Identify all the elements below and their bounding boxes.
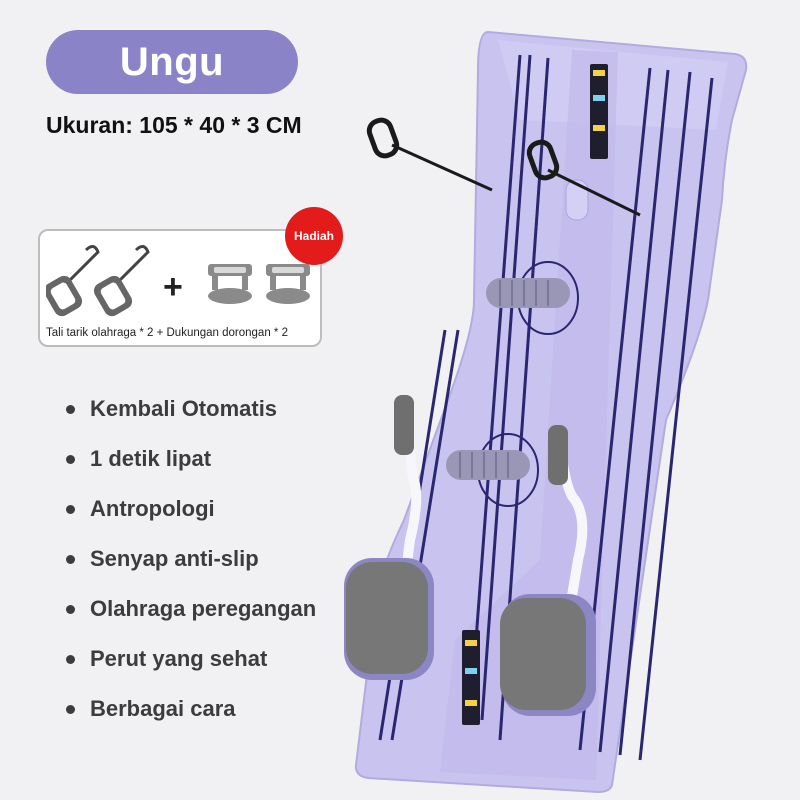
bullet-icon xyxy=(66,454,75,464)
feature-text: Olahraga peregangan xyxy=(90,596,317,621)
feature-item: Berbagai cara xyxy=(66,684,316,734)
feature-text: 1 detik lipat xyxy=(90,446,212,471)
feature-item: Antropologi xyxy=(66,484,316,534)
feature-item: Perut yang sehat xyxy=(66,634,316,684)
bullet-icon xyxy=(66,554,75,564)
push-up-stand-icon xyxy=(208,264,310,304)
bullet-icon xyxy=(66,654,75,664)
plus-sign: + xyxy=(163,268,183,306)
feature-list: Kembali Otomatis 1 detik lipat Antropolo… xyxy=(66,384,316,734)
bullet-icon xyxy=(66,704,75,714)
bullet-icon xyxy=(66,604,75,614)
bullet-icon xyxy=(66,404,75,414)
resistance-band-icon xyxy=(46,245,150,317)
feature-text: Antropologi xyxy=(90,496,215,521)
resistance-bands xyxy=(366,117,641,217)
feature-item: Senyap anti-slip xyxy=(66,534,316,584)
feature-item: Olahraga peregangan xyxy=(66,584,316,634)
feature-item: Kembali Otomatis xyxy=(66,384,316,434)
gift-caption: Tali tarik olahraga * 2 + Dukungan doron… xyxy=(46,327,288,339)
color-variant-label: Ungu xyxy=(46,30,298,94)
gift-badge: Hadiah xyxy=(285,207,343,265)
feature-text: Senyap anti-slip xyxy=(90,546,259,571)
foot-pads xyxy=(344,395,596,716)
feature-text: Berbagai cara xyxy=(90,696,236,721)
feature-item: 1 detik lipat xyxy=(66,434,316,484)
feature-text: Kembali Otomatis xyxy=(90,396,278,421)
feature-text: Perut yang sehat xyxy=(90,646,268,671)
bullet-icon xyxy=(66,504,75,514)
size-label: Ukuran: 105 * 40 * 3 CM xyxy=(46,112,302,138)
